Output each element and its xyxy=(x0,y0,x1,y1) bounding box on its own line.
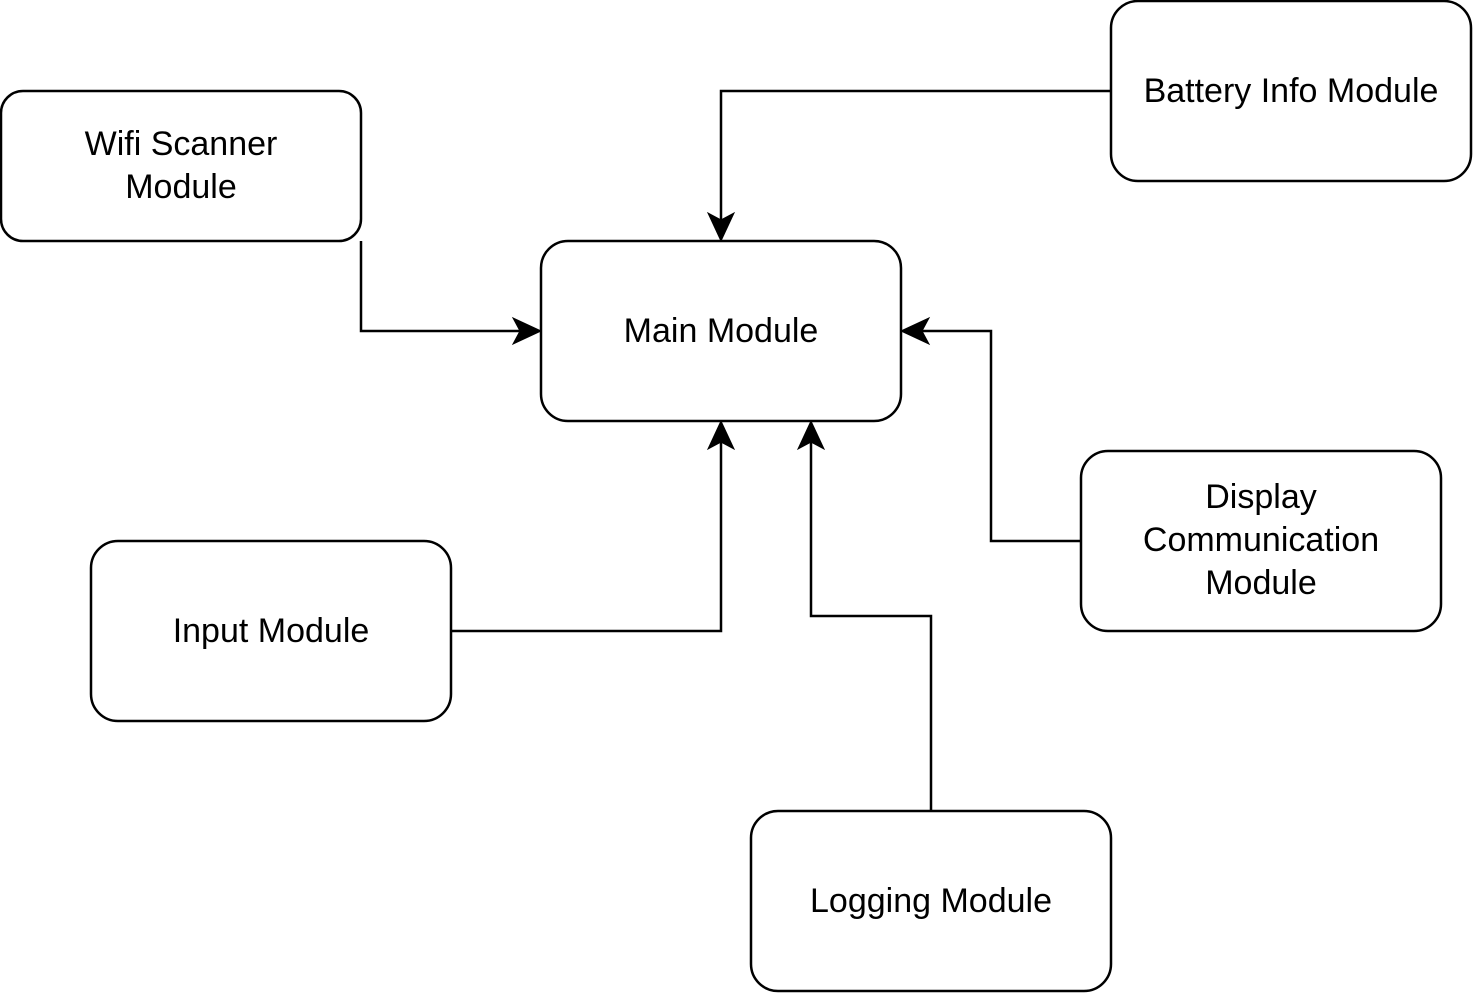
arrowhead xyxy=(511,316,543,346)
arrowhead xyxy=(899,316,931,346)
node-main-module: Main Module xyxy=(539,239,903,423)
node-wifi-scanner-module: Wifi Scanner Module xyxy=(0,89,363,243)
node-label-line3: Module xyxy=(1205,564,1317,602)
edge-line xyxy=(809,440,933,811)
edge-display-to-main xyxy=(899,316,1081,543)
edge-line xyxy=(451,440,723,633)
node-box xyxy=(1079,449,1443,633)
arrowhead xyxy=(796,419,826,451)
node-logging-module: Logging Module xyxy=(749,809,1113,993)
edge-input-to-main xyxy=(451,419,736,633)
node-battery-info-module: Battery Info Module xyxy=(1109,0,1473,183)
arrowhead xyxy=(706,211,736,243)
node-box xyxy=(89,539,453,723)
node-label: Input Module xyxy=(173,612,370,650)
edge-wifi-to-main xyxy=(359,241,543,346)
node-box xyxy=(749,809,1113,993)
edge-battery-to-main xyxy=(706,89,1111,243)
node-box xyxy=(0,89,363,243)
edge-line xyxy=(920,329,1081,543)
node-display-communication-module: Display Communication Module xyxy=(1079,449,1443,633)
node-label-line1: Wifi Scanner xyxy=(85,125,278,163)
node-label: Battery Info Module xyxy=(1144,72,1439,110)
edge-line xyxy=(359,241,522,333)
node-label: Main Module xyxy=(624,312,819,350)
node-label-line2: Communication xyxy=(1143,521,1379,559)
node-label: Logging Module xyxy=(810,882,1052,920)
arrowhead xyxy=(706,419,736,451)
node-input-module: Input Module xyxy=(89,539,453,723)
node-box xyxy=(539,239,903,423)
node-box xyxy=(1109,0,1473,183)
node-label-line2: Module xyxy=(125,168,237,206)
edge-logging-to-main xyxy=(796,419,933,811)
node-label-line1: Display xyxy=(1205,478,1316,516)
edge-line xyxy=(719,89,1111,222)
